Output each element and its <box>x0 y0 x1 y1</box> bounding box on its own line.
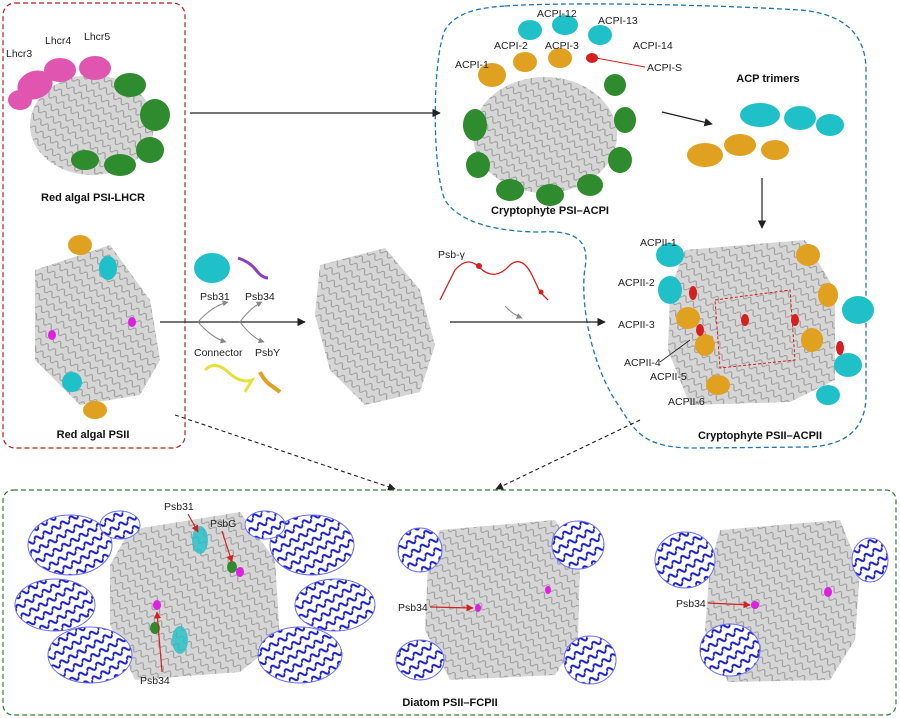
label-diatom-psb34-left: Psb34 <box>140 675 170 687</box>
arrow-curve-psb34 <box>239 301 263 323</box>
red-psi-lhcr-structure <box>8 56 170 176</box>
label-acpii-6: ACPII-6 <box>668 396 705 408</box>
label-acpi-s: ACPI-S <box>647 62 682 74</box>
label-psb-gamma: Psb-γ <box>438 249 466 261</box>
diatom-structure-left <box>14 510 376 684</box>
label-lhcr4: Lhcr4 <box>45 35 71 47</box>
arrow-curve-psb31 <box>197 300 229 323</box>
diatom-panel-border <box>2 489 897 716</box>
label-psb31: Psb31 <box>200 291 230 303</box>
pointer-diatom-psb34-right <box>707 601 751 609</box>
label-diatom-psbg: PsbG <box>210 518 236 530</box>
label-connector: Connector <box>194 347 243 359</box>
title-cryptophyte-psii-acpii: Cryptophyte PSII–ACPII <box>698 430 822 442</box>
arrow-red-psii-to-diatom <box>174 414 396 491</box>
label-diatom-psb34-right: Psb34 <box>676 598 706 610</box>
title-diatom-psii-fcpii: Diatom PSII–FCPII <box>402 697 497 709</box>
arrow-curve-psb-gamma <box>504 305 523 319</box>
label-acpii-2: ACPII-2 <box>618 277 655 289</box>
red-algal-panel-border <box>2 2 186 449</box>
psb-gamma-structure <box>439 261 549 301</box>
cryptophyte-psii-acpii-structure <box>656 240 874 405</box>
pointer-acpi-s <box>595 57 646 68</box>
arrow-curve-psby <box>239 321 265 344</box>
label-acpi-1: ACPI-1 <box>455 59 489 71</box>
label-acpii-1: ACPII-1 <box>640 237 677 249</box>
label-lhcr5: Lhcr5 <box>84 31 110 43</box>
title-acp-trimers: ACP trimers <box>736 73 799 85</box>
red-psii-structure <box>35 235 160 419</box>
label-acpi-12: ACPI-12 <box>537 8 577 20</box>
title-red-psi-lhcr: Red algal PSI-LHCR <box>41 192 145 204</box>
connector-fragment <box>203 364 256 393</box>
diatom-structure-right <box>654 520 889 682</box>
pointer-diatom-psb34-left <box>153 611 163 673</box>
arrow-cryptophyte-to-diatom <box>495 419 641 490</box>
label-acpi-13: ACPI-13 <box>598 15 638 27</box>
pointer-acpii-4 <box>659 339 691 363</box>
label-psb34: Psb34 <box>245 291 275 303</box>
label-psby: PsbY <box>255 347 280 359</box>
acp-trimers-structure <box>687 103 844 167</box>
label-acpi-14: ACPI-14 <box>633 40 673 52</box>
label-acpii-3: ACPII-3 <box>618 319 655 331</box>
pointer-diatom-psb34-middle <box>429 604 474 612</box>
diatom-structure-middle <box>395 520 617 685</box>
arrow-curve-connector <box>197 321 227 344</box>
label-acpii-5: ACPII-5 <box>650 371 687 383</box>
label-lhcr3: Lhcr3 <box>6 48 32 60</box>
label-acpi-3: ACPI-3 <box>545 40 579 52</box>
pointer-diatom-psbg <box>221 530 234 563</box>
psii-core-structure <box>315 248 435 405</box>
label-diatom-psb34-middle: Psb34 <box>398 602 428 614</box>
psb31-fragment <box>194 253 230 283</box>
arrow-psi-to-trimers <box>661 111 713 127</box>
title-cryptophyte-psi-acpi: Cryptophyte PSI–ACPI <box>491 205 609 217</box>
label-acpii-4: ACPII-4 <box>624 357 661 369</box>
cryptophyte-psi-acpi-structure <box>463 15 636 206</box>
label-diatom-psb31: Psb31 <box>164 501 194 513</box>
psby-fragment <box>258 371 282 394</box>
label-acpi-2: ACPI-2 <box>494 40 528 52</box>
psb34-fragment <box>237 256 269 280</box>
title-red-psii: Red algal PSII <box>57 429 130 441</box>
pointer-diatom-psb31 <box>187 513 199 533</box>
